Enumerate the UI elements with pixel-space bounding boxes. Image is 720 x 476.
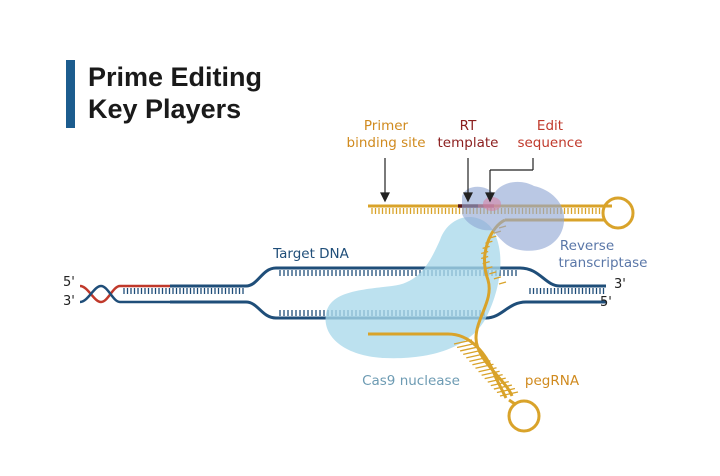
primer-binding-site-label-2: binding site [347,135,426,151]
cas9-nuclease-label: Cas9 nuclease [362,373,460,389]
reverse-transcriptase-label-2: transcriptase [559,255,648,271]
pegrna-hairpin-top [601,196,635,230]
rt-active-site [483,197,501,211]
primer-binding-site-label-1: Primer [364,118,409,134]
dna-helix [79,284,170,304]
rt-template-label-2: template [438,135,499,151]
title-accent-bar [66,60,75,128]
pegrna-label: pegRNA [525,373,580,389]
callout-arrows [380,158,534,203]
left-bottom-end-label: 3' [63,294,75,309]
right-bottom-end-label: 5' [600,295,612,310]
title-line-1: Prime Editing [88,62,263,92]
rt-template-label-1: RT [460,118,477,134]
pegrna-hairpin-bottom [507,399,541,433]
edit-sequence-label-1: Edit [537,118,563,134]
page-title: Prime Editing Key Players [88,61,262,125]
edit-sequence-label-2: sequence [517,135,582,151]
cas9-nuclease [325,217,501,359]
title-line-2: Key Players [88,94,242,124]
left-top-end-label: 5' [63,275,75,290]
target-dna-label: Target DNA [272,246,350,262]
reverse-transcriptase-label-1: Reverse [560,238,614,254]
right-top-end-label: 3' [614,277,626,292]
dna-top-strand [170,266,606,288]
